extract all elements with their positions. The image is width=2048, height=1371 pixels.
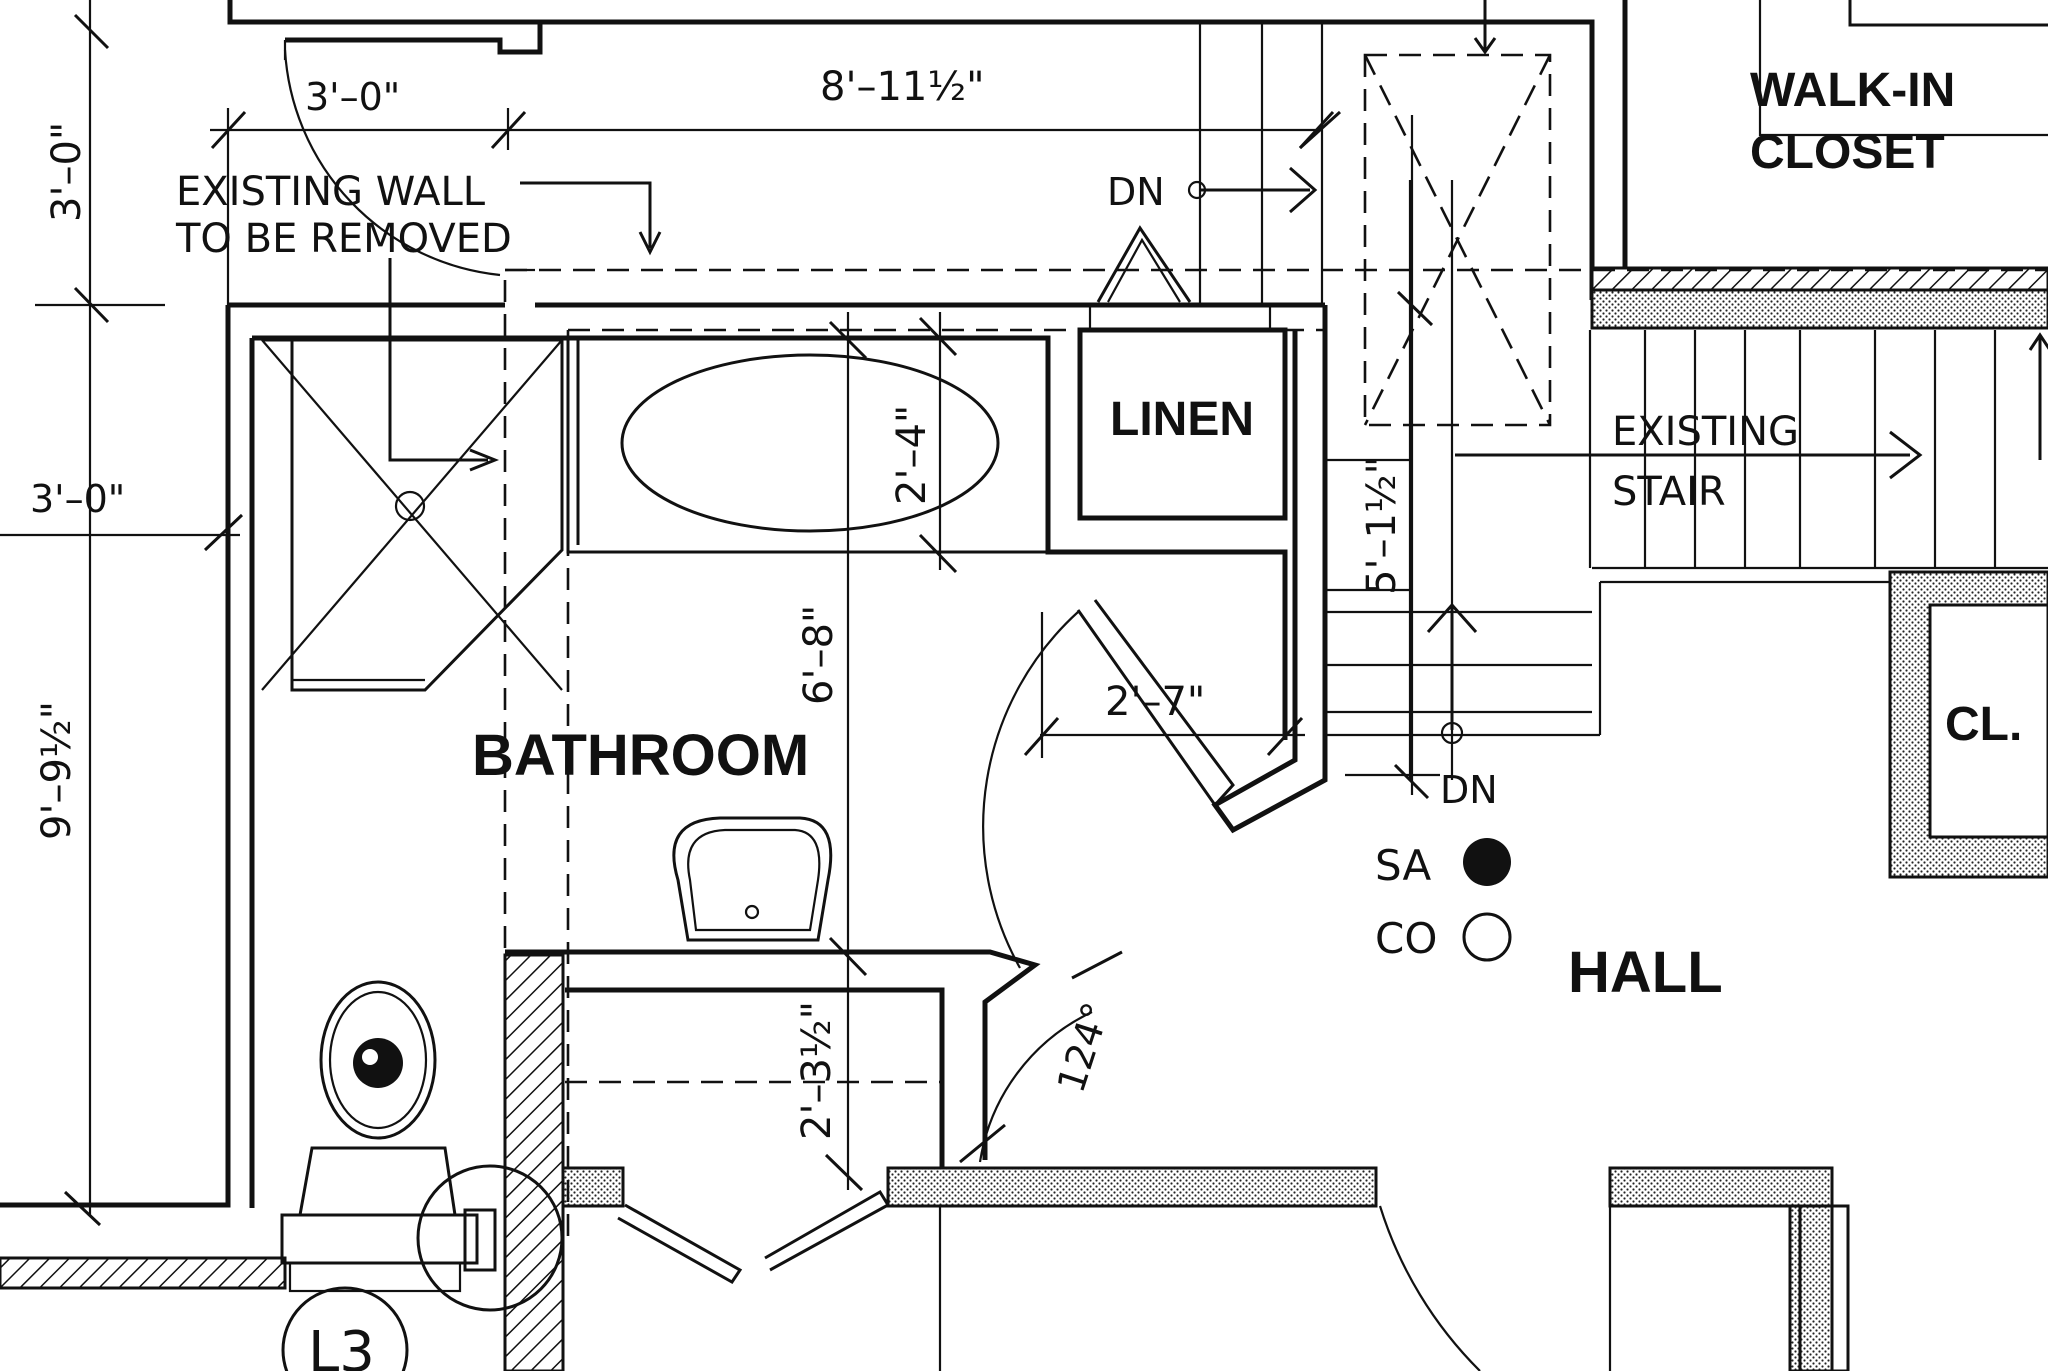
dimension-lines (0, 0, 1434, 1227)
dim-left-upper: 3'–0" (44, 122, 90, 222)
legend-sa: SA (1375, 841, 1431, 890)
sa-symbol-icon (1463, 838, 1511, 886)
note-existing-wall: EXISTING WALL (176, 169, 486, 215)
existing-wall-to-be-removed (388, 181, 2048, 1245)
note-to-be-removed: TO BE REMOVED (175, 216, 512, 262)
dim-linen-door: 2'–7" (1105, 679, 1205, 725)
co-symbol-icon (1462, 912, 1512, 962)
dim-stair-run: 5'–1½" (1359, 456, 1405, 595)
room-label-bathroom: BATHROOM (472, 723, 809, 788)
note-angle: 124° (1049, 997, 1119, 1098)
note-dn-top: DN (1107, 170, 1165, 214)
dim-vanity: 2'–3½" (794, 1001, 840, 1140)
fixtures (261, 0, 2048, 1371)
existing-stair (1187, 0, 2048, 780)
dim-top-left-door: 3'–0" (305, 75, 400, 119)
legend-co: CO (1375, 914, 1437, 963)
room-label-linen: LINEN (1110, 393, 1254, 446)
room-label-walk-in: WALK-IN (1750, 64, 1955, 117)
dim-top-run: 8'–11½" (820, 64, 985, 110)
dim-left-total: 9'–9½" (34, 701, 80, 840)
section-walls (0, 266, 2048, 1371)
room-label-closet: CLOSET (1750, 126, 1945, 179)
room-label-hall: HALL (1568, 940, 1723, 1005)
dim-tub-run: 6'–8" (796, 605, 842, 705)
dim-tub-width: 2'–4" (889, 405, 935, 505)
note-stair: STAIR (1612, 469, 1726, 515)
note-existing-stair: EXISTING (1612, 409, 1799, 455)
room-label-cl: CL. (1945, 698, 2022, 751)
walls (0, 0, 1628, 1208)
dim-left-mid: 3'–0" (30, 477, 125, 521)
note-detail-ref: L3 (308, 1320, 375, 1371)
note-dn-bottom: DN (1440, 768, 1498, 812)
